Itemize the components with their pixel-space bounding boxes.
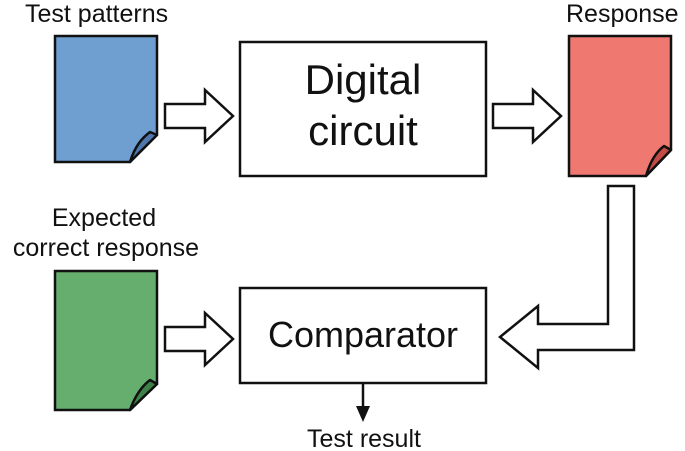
label-test-patterns: Test patterns <box>25 0 168 28</box>
label-expected-line1: Expected <box>52 204 156 232</box>
arrow-to-circuit <box>163 87 235 145</box>
digital-circuit-box <box>238 40 488 178</box>
response-document-icon <box>567 34 673 178</box>
comparator-label: Comparator <box>268 314 458 355</box>
arrow-expected-to-comparator <box>163 310 235 368</box>
output-arrow-head <box>356 406 370 422</box>
digital-circuit-label-line1: Digital <box>305 56 422 103</box>
label-response: Response <box>566 0 679 28</box>
document-fold <box>128 130 159 164</box>
expected-response-document-icon <box>53 269 159 412</box>
label-expected-line2: correct response <box>13 234 199 262</box>
comparator-box <box>238 286 488 385</box>
document-fold <box>644 144 673 178</box>
test-patterns-document-icon <box>53 34 159 164</box>
document-fold <box>128 378 159 412</box>
label-test-result: Test result <box>307 425 421 451</box>
arrow-response-to-comparator <box>498 184 636 371</box>
arrow-to-response <box>491 87 563 145</box>
digital-circuit-label-line2: circuit <box>308 107 418 154</box>
